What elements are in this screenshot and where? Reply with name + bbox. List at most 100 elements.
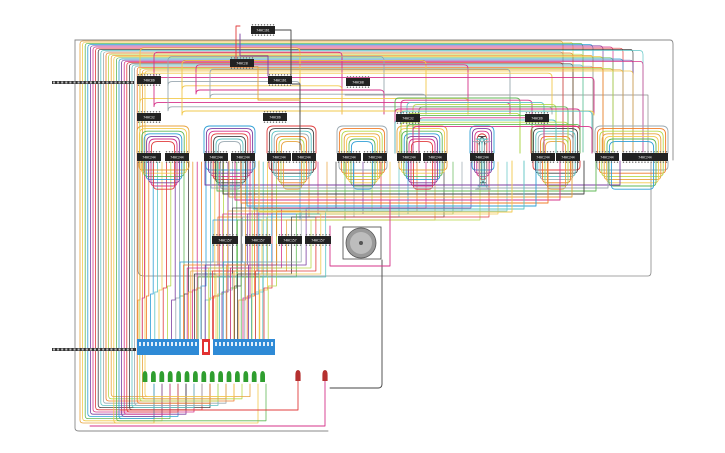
chip-pin	[313, 151, 316, 153]
chip-pin	[249, 161, 252, 163]
timer-chip: 74HC161	[251, 24, 275, 36]
wire	[246, 161, 255, 340]
chip-pin	[473, 151, 476, 153]
chip-pin	[289, 84, 292, 86]
mid-chip: 74HC157	[278, 234, 302, 246]
wire	[144, 70, 634, 153]
chip-pin	[186, 151, 189, 153]
header-pin	[81, 348, 84, 351]
chip-pin	[650, 161, 652, 163]
header-pin	[77, 348, 80, 351]
chip-pin	[641, 161, 643, 163]
rail-chip: 74HC244	[595, 151, 619, 163]
chip-pin	[641, 151, 643, 153]
wire	[209, 75, 427, 115]
chip-pin	[346, 86, 349, 88]
chip-pin	[355, 161, 358, 163]
chip-label: 74HC161	[273, 79, 287, 83]
chip-pin	[299, 234, 302, 236]
chip-pin	[204, 161, 207, 163]
chip-pin	[417, 122, 420, 124]
chip-pin	[531, 112, 534, 114]
header-pin	[114, 81, 117, 84]
chip-pin	[152, 121, 155, 123]
wire	[142, 72, 227, 400]
chip-pin	[255, 234, 258, 236]
header-pin	[77, 81, 80, 84]
chip-pin	[559, 151, 562, 153]
led-icon	[209, 371, 215, 382]
chip-pin	[435, 151, 438, 153]
chip-pin	[146, 121, 149, 123]
wire	[329, 199, 391, 267]
chip-pin	[479, 151, 482, 153]
led-icon	[218, 371, 223, 382]
chip-pin	[155, 111, 158, 113]
led-icon	[193, 371, 198, 382]
wire	[276, 135, 307, 154]
wire	[152, 160, 176, 190]
wire	[340, 160, 386, 174]
chip-pin	[225, 234, 228, 236]
wire	[138, 160, 190, 171]
chip-pin	[207, 151, 210, 153]
chip-pin	[265, 234, 267, 236]
chip-pin	[534, 122, 537, 124]
wire	[217, 161, 224, 340]
chip-pin	[140, 84, 143, 86]
header-pin	[73, 81, 76, 84]
chip-pin	[263, 24, 266, 26]
led-icon	[201, 371, 207, 382]
wire	[329, 259, 383, 389]
chip-pin	[488, 151, 491, 153]
chip-pin	[358, 161, 361, 163]
chip-pin	[143, 111, 146, 113]
header-pin	[98, 81, 101, 84]
chip-pin	[273, 161, 276, 163]
chip-pin	[257, 24, 260, 26]
chip-pin	[266, 121, 269, 123]
chip-pin	[363, 161, 366, 163]
wire	[244, 243, 302, 340]
dip-switch-toggle	[239, 342, 241, 346]
chip-pin	[352, 76, 355, 78]
wire	[97, 52, 211, 408]
wire	[194, 243, 233, 340]
chip-pin	[340, 161, 343, 163]
chip-pin	[375, 151, 378, 153]
wire	[118, 61, 155, 419]
wire	[310, 161, 481, 237]
wire	[179, 243, 214, 340]
chip-pin	[246, 151, 249, 153]
header-pin	[61, 348, 64, 351]
wire	[348, 138, 376, 154]
wire	[150, 141, 176, 154]
wire	[89, 379, 326, 427]
rail-chip: 74HC244	[556, 151, 580, 163]
buzzer-icon	[342, 226, 382, 260]
chip-pin	[310, 161, 313, 163]
chip-pin	[559, 161, 562, 163]
chip-pin	[278, 121, 281, 123]
header-pin	[53, 348, 55, 351]
wire	[240, 160, 549, 204]
wire	[150, 160, 178, 187]
chip-pin	[488, 161, 491, 163]
chip-pin	[146, 161, 149, 163]
dip-switch-toggle	[227, 342, 229, 346]
chip-pin	[284, 121, 287, 123]
chip-pin	[268, 244, 271, 246]
chip-pin	[438, 161, 441, 163]
chip-pin	[568, 151, 571, 153]
chip-label: 74HC32	[143, 116, 155, 120]
chip-pin	[408, 112, 411, 114]
chip-pin	[278, 234, 281, 236]
chip-pin	[625, 161, 628, 163]
chip-pin	[479, 161, 482, 163]
wire	[606, 160, 659, 184]
chip-pin	[232, 244, 234, 246]
chip-pin	[273, 151, 276, 153]
chip-pin	[485, 151, 488, 153]
chip-pin	[415, 151, 418, 153]
wire	[476, 160, 490, 177]
